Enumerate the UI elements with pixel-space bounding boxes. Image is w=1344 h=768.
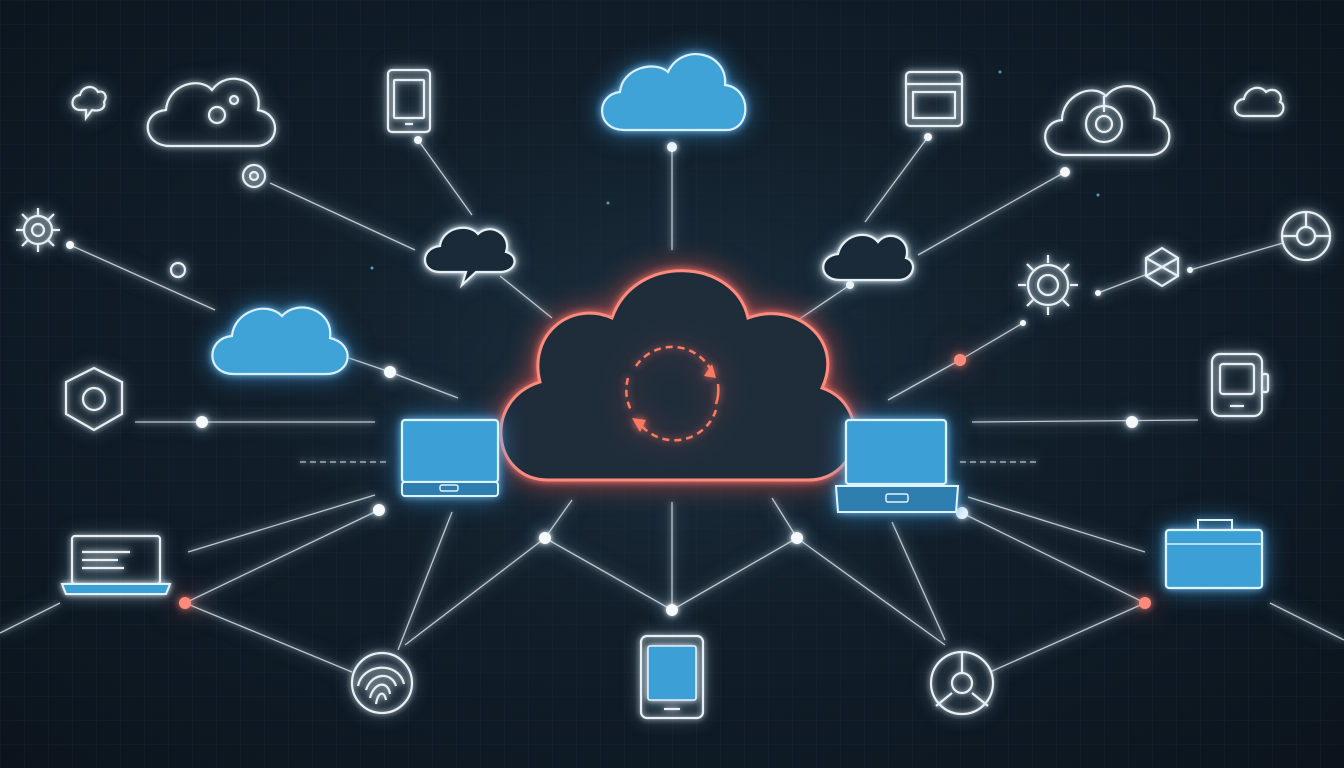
- laptop-icon: [834, 418, 960, 513]
- node-dot: [924, 133, 932, 141]
- gear-icon: [1018, 255, 1078, 315]
- fingerprint-icon: [350, 651, 414, 715]
- tablet-icon: [639, 634, 705, 720]
- node-dot: [1187, 267, 1193, 273]
- node-dot: [667, 142, 677, 152]
- laptop-icon: [60, 534, 172, 595]
- chat-cloud-icon: [424, 226, 516, 289]
- node-dot-red: [954, 354, 966, 366]
- hexagon-icon: [64, 366, 124, 432]
- connection-lines: [0, 136, 1344, 673]
- central-cloud-icon: [499, 269, 856, 482]
- node-dot: [373, 504, 385, 516]
- gear-icon: [241, 163, 267, 189]
- node-dot-red: [179, 597, 191, 609]
- node-dot: [539, 532, 551, 544]
- sparkle: [998, 70, 1002, 74]
- sparkle: [1096, 193, 1100, 197]
- node-dot: [66, 241, 74, 249]
- browser-window-icon: [904, 70, 964, 128]
- briefcase-icon: [1164, 519, 1264, 590]
- node-dot: [791, 532, 803, 544]
- smartwatch-icon: [1210, 352, 1270, 418]
- node-dot-red: [1139, 597, 1151, 609]
- cloud-icon: [822, 233, 915, 282]
- node-dot: [196, 416, 208, 428]
- virus-icon: [16, 208, 60, 252]
- node-dot: [414, 136, 422, 144]
- smartphone-icon: [386, 68, 432, 134]
- node-dot: [666, 604, 678, 616]
- small-ring-icon: [169, 261, 187, 279]
- sparkle: [606, 201, 610, 205]
- node-dot: [1060, 167, 1070, 177]
- cloud-icon: [601, 53, 747, 132]
- aperture-icon: [1280, 210, 1332, 262]
- node-dot: [1126, 416, 1138, 428]
- cloud-icon: [1233, 86, 1285, 118]
- laptop-icon: [400, 418, 500, 497]
- node-dot: [1095, 290, 1101, 296]
- node-dot: [1020, 320, 1026, 326]
- connection-dots: [66, 70, 1193, 616]
- sync-arrows-icon: [625, 345, 720, 442]
- cloud-gear-icon: [146, 77, 277, 148]
- cube-icon: [1144, 246, 1180, 288]
- node-dot: [384, 366, 396, 378]
- chat-cloud-icon: [71, 85, 107, 122]
- cloud-icon: [211, 306, 349, 376]
- cloud-gear-icon: [1044, 85, 1171, 157]
- node-dot: [956, 507, 968, 519]
- network-node-icon: [929, 650, 995, 716]
- node-dot: [846, 281, 854, 289]
- sparkle: [370, 266, 374, 270]
